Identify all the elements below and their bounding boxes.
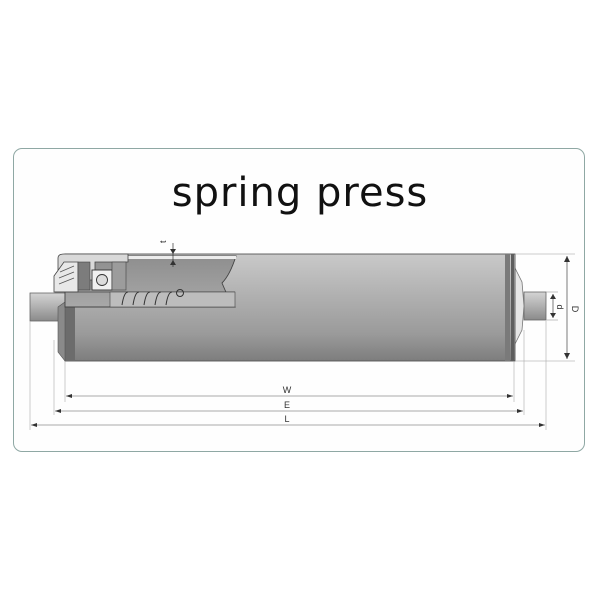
label-D: D [570, 306, 580, 313]
dimension-E: E [55, 400, 523, 413]
cutaway-section [53, 253, 237, 308]
label-d: d [555, 304, 565, 309]
spring [121, 289, 184, 306]
dimension-L: L [31, 414, 545, 427]
dimension-W: W [66, 385, 513, 398]
dimension-D: D [515, 253, 580, 362]
dimension-d: d [546, 291, 565, 321]
bearing [91, 269, 113, 291]
label-L: L [284, 414, 289, 424]
diagram-title: spring press [171, 170, 429, 216]
label-W: W [283, 385, 292, 395]
right-shaft [511, 261, 547, 351]
extension-lines [29, 321, 547, 430]
label-t: t [158, 240, 168, 243]
label-E: E [284, 400, 290, 410]
dimension-t: t [158, 240, 176, 267]
